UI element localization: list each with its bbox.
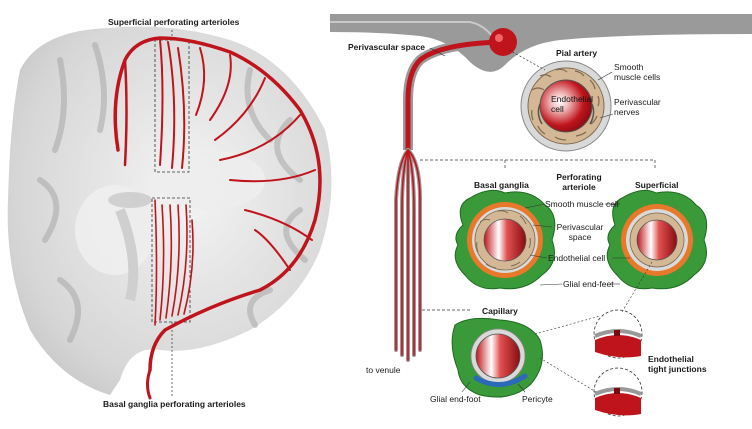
basal-ganglia-arterioles-label: Basal ganglia perforating arterioles xyxy=(103,399,246,409)
tight-junctions-label-1: Endothelial xyxy=(648,354,694,364)
perivascular-space-label: Perivascular space xyxy=(348,42,426,52)
brain-arteries xyxy=(113,36,322,400)
tight-junctions-label-2: tight junctions xyxy=(648,364,707,374)
pial-leaders xyxy=(429,47,614,119)
section-leaders xyxy=(461,203,653,393)
pial-artery-label: Pial artery xyxy=(556,48,598,58)
pial-artery-section xyxy=(508,49,612,152)
superficial-heading: Superficial xyxy=(635,180,679,190)
capillary-heading: Capillary xyxy=(482,306,518,316)
descending-arteriole xyxy=(394,28,517,362)
perforating-arteriole-heading-1: Perforating xyxy=(556,172,602,182)
smooth-muscle-cell-label: Smooth muscle cell xyxy=(545,199,619,209)
smooth-muscle-cells-label-1: Smooth xyxy=(614,62,644,72)
perivascular-nerves-label-2: nerves xyxy=(614,107,640,117)
endothelial-cell-label: Endothelial cell xyxy=(548,253,606,263)
perivascular-space-section-label-2: space xyxy=(568,232,592,242)
glial-end-foot-label: Glial end-foot xyxy=(430,394,481,404)
pial-endothelial-label-2: cell xyxy=(551,104,564,114)
pial-endothelial-label-1: Endothelial xyxy=(551,94,594,104)
superficial-arterioles-label: Superficial perforating arterioles xyxy=(108,17,240,27)
basal-ganglia-section xyxy=(454,189,556,290)
perivascular-nerves-label-1: Perivascular xyxy=(614,97,661,107)
pericyte-label: Pericyte xyxy=(522,394,553,404)
perforating-arteriole-heading-2: arteriole xyxy=(562,182,596,192)
glial-end-feet-label: Glial end-feet xyxy=(563,279,614,289)
perivascular-space-section-label-1: Perivascular xyxy=(556,222,604,232)
tight-junction-insets xyxy=(593,309,643,417)
smooth-muscle-cells-label-2: muscle cells xyxy=(614,72,661,82)
brain-section xyxy=(7,26,332,395)
superficial-section xyxy=(606,189,708,290)
section-connectors xyxy=(420,159,656,311)
basal-ganglia-heading: Basal ganglia xyxy=(474,180,529,190)
basal-ganglia-region-box xyxy=(151,197,191,323)
to-venule-label: to venule xyxy=(366,365,401,375)
pial-surface xyxy=(330,14,752,72)
capillary-section xyxy=(451,317,543,398)
